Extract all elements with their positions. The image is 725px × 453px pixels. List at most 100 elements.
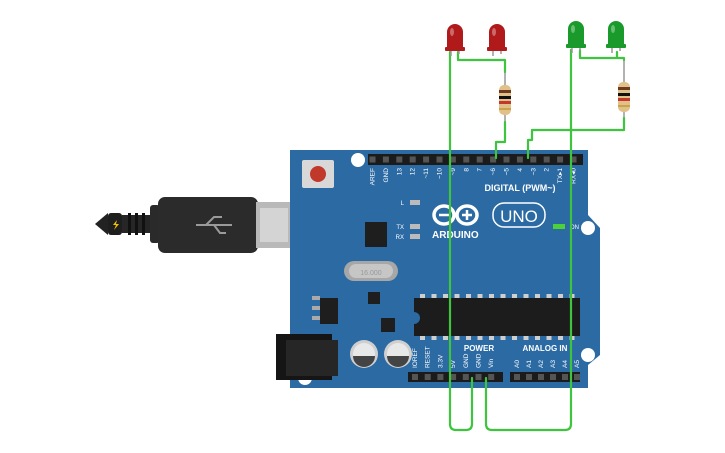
- resistor[interactable]: [499, 72, 511, 122]
- power-pin-hole[interactable]: [475, 374, 482, 380]
- analog-pin-hole[interactable]: [574, 374, 580, 380]
- power-pin-hole[interactable]: [488, 374, 495, 380]
- power-pin-hole[interactable]: [462, 374, 469, 380]
- digital-pin-hole[interactable]: [476, 156, 483, 163]
- led-rx-indicator: [410, 234, 420, 239]
- capacitor: [350, 340, 378, 368]
- digital-header[interactable]: [368, 154, 583, 165]
- analog-pin-hole[interactable]: [562, 374, 568, 380]
- led-green[interactable]: [606, 21, 626, 53]
- analog-pin-label: A3: [550, 360, 557, 368]
- wire-green-led-left-to-vin[interactable]: [484, 48, 573, 432]
- digital-pin-hole[interactable]: [423, 156, 430, 163]
- analog-pin-hole[interactable]: [514, 374, 520, 380]
- digital-pin-label: ~10: [437, 168, 444, 179]
- dc-power-jack[interactable]: [276, 334, 338, 380]
- digital-pin-label: RX◂0: [571, 168, 578, 184]
- analog-pin-label: A1: [526, 360, 533, 368]
- wires[interactable]: [448, 48, 626, 432]
- model-text: UNO: [500, 207, 538, 226]
- digital-pin-hole[interactable]: [530, 156, 537, 163]
- mounting-hole: [581, 348, 595, 362]
- voltage-regulator: [312, 296, 338, 324]
- power-pin-label: GND: [463, 353, 470, 368]
- power-pin-hole[interactable]: [424, 374, 431, 380]
- crystal-oscillator: 16.000: [344, 261, 398, 281]
- digital-pin-label: GND: [383, 168, 390, 183]
- reset-button[interactable]: [302, 160, 334, 188]
- atmega-microcontroller: [414, 298, 580, 336]
- led-tx-indicator: [410, 224, 420, 229]
- led-green[interactable]: [566, 21, 586, 53]
- wire-resistor-to-pin4[interactable]: [526, 116, 626, 160]
- wire-red-led-link[interactable]: [456, 50, 507, 74]
- power-pin-hole[interactable]: [437, 374, 444, 380]
- digital-pin-label: ~9: [450, 168, 457, 176]
- analog-pin-label: A4: [562, 360, 569, 368]
- power-pin-hole[interactable]: [412, 374, 418, 380]
- digital-pin-label: AREF: [370, 168, 377, 185]
- arduino-logo: [432, 204, 479, 226]
- led-rx-label: RX: [396, 235, 404, 241]
- digital-pin-hole[interactable]: [436, 156, 443, 163]
- digital-pin-hole[interactable]: [516, 156, 523, 163]
- digital-pin-hole[interactable]: [382, 156, 389, 163]
- analog-pin-label: A5: [574, 360, 581, 368]
- micro-chip: [381, 318, 395, 332]
- analog-header-label: ANALOG IN: [523, 344, 568, 353]
- mounting-hole: [581, 221, 595, 235]
- digital-pin-label: 12: [410, 168, 417, 176]
- digital-pin-hole[interactable]: [570, 156, 577, 163]
- usb-chip: [365, 222, 387, 247]
- digital-pin-hole[interactable]: [543, 156, 550, 163]
- usb-lightning-icon: [113, 220, 119, 230]
- power-pin-label: IOREF: [412, 348, 419, 368]
- analog-pin-hole[interactable]: [526, 374, 532, 380]
- capacitor: [384, 340, 412, 368]
- digital-pin-hole[interactable]: [490, 156, 497, 163]
- digital-pin-hole[interactable]: [463, 156, 470, 163]
- power-pin-label: GND: [476, 353, 483, 368]
- digital-pin-hole[interactable]: [396, 156, 403, 163]
- model-badge: [492, 202, 546, 228]
- wire-green-led-link[interactable]: [578, 48, 626, 62]
- digital-pin-label: ~5: [504, 168, 511, 176]
- power-pin-label: RESET: [425, 346, 432, 368]
- mounting-hole: [351, 153, 365, 167]
- led-red[interactable]: [487, 24, 507, 56]
- power-pin-label: Vin: [488, 358, 495, 368]
- wire-resistor-to-pin7[interactable]: [494, 120, 507, 160]
- digital-pin-label: ~11: [423, 168, 430, 179]
- digital-pin-hole[interactable]: [503, 156, 510, 163]
- digital-pin-label: 7: [477, 168, 484, 172]
- led-l-label: L: [401, 201, 405, 207]
- small-chip: [368, 292, 380, 304]
- digital-pin-label: ~6: [490, 168, 497, 176]
- digital-pin-hole[interactable]: [369, 156, 376, 163]
- brand-text: ARDUINO: [432, 230, 479, 241]
- analog-header[interactable]: [510, 372, 580, 382]
- led-on-indicator: [553, 224, 565, 229]
- led-red[interactable]: [445, 24, 465, 56]
- power-pin-hole[interactable]: [450, 374, 457, 380]
- svg-text:16.000: 16.000: [360, 270, 382, 277]
- digital-pin-hole[interactable]: [449, 156, 456, 163]
- digital-header-label: DIGITAL (PWM~): [485, 183, 556, 193]
- analog-pin-label: A0: [514, 360, 521, 368]
- power-pin-label: 5V: [450, 359, 457, 368]
- digital-pin-hole[interactable]: [557, 156, 564, 163]
- analog-pin-hole[interactable]: [538, 374, 544, 380]
- wire-red-led-left-to-gnd[interactable]: [448, 50, 474, 432]
- digital-pin-label: 13: [396, 168, 403, 176]
- analog-pin-hole[interactable]: [550, 374, 556, 380]
- led-on-label: ON: [570, 225, 579, 231]
- digital-pin-hole[interactable]: [409, 156, 416, 163]
- resistor[interactable]: [618, 60, 630, 118]
- power-pin-label: 3.3V: [437, 354, 444, 368]
- digital-pin-label: 4: [517, 168, 524, 172]
- analog-pin-label: A2: [538, 360, 545, 368]
- power-header-label: POWER: [464, 344, 494, 353]
- led-tx-label: TX: [396, 225, 404, 231]
- digital-pin-label: 8: [463, 168, 470, 172]
